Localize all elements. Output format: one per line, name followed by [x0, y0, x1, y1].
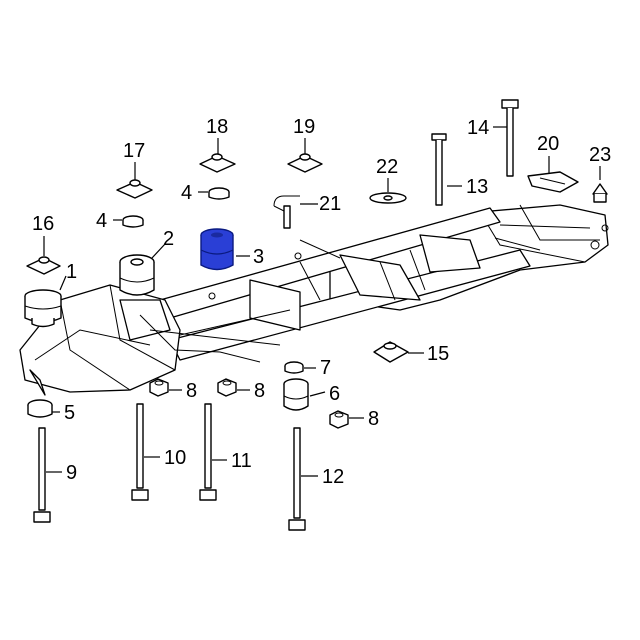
part-19-mount-plate — [287, 153, 323, 173]
callout-22: 22 — [376, 156, 398, 178]
part-8-nut-a — [149, 378, 169, 397]
part-9-bolt — [33, 427, 51, 523]
callout-8-b: 8 — [254, 380, 265, 402]
part-4-washer-b — [208, 187, 230, 200]
callout-12: 12 — [322, 466, 344, 488]
part-20-bracket — [527, 171, 579, 193]
part-1-body-mount — [24, 289, 62, 328]
part-3-body-mount-highlighted — [200, 228, 234, 271]
part-11-bolt — [199, 403, 217, 501]
part-6-body-mount — [283, 378, 309, 411]
callout-4-a: 4 — [96, 210, 107, 232]
callout-13: 13 — [466, 176, 488, 198]
part-7-washer — [284, 361, 304, 374]
callout-8-a: 8 — [186, 380, 197, 402]
callout-10: 10 — [164, 447, 186, 469]
callout-4-b: 4 — [181, 182, 192, 204]
callout-3: 3 — [253, 246, 264, 268]
part-16-cushion-cap — [26, 256, 61, 275]
callout-labels: 1 2 3 4 4 5 6 7 8 8 8 9 10 11 12 13 14 1… — [32, 116, 611, 488]
callout-2: 2 — [163, 228, 174, 250]
part-4-washer-a — [122, 215, 144, 228]
part-22-pad — [369, 192, 407, 204]
part-5-cushion — [27, 399, 53, 418]
callout-11: 11 — [231, 450, 252, 472]
callout-17: 17 — [123, 140, 145, 162]
callout-8-c: 8 — [368, 408, 379, 430]
callout-7: 7 — [320, 357, 331, 379]
leader-lines — [43, 126, 601, 477]
vehicle-frame — [19, 204, 609, 396]
callout-15: 15 — [427, 343, 449, 365]
part-14-bolt — [501, 99, 519, 177]
callout-20: 20 — [537, 133, 559, 155]
callout-18: 18 — [206, 116, 228, 138]
part-8-nut-c — [329, 410, 349, 429]
callout-5: 5 — [64, 402, 75, 424]
part-17-mount-plate — [116, 179, 153, 199]
callout-19: 19 — [293, 116, 315, 138]
part-8-nut-b — [217, 378, 237, 397]
part-15-nut-bracket — [373, 341, 409, 363]
part-23-push-pin — [592, 183, 608, 203]
part-13-bolt — [431, 133, 447, 206]
callout-23: 23 — [589, 144, 611, 166]
callout-6: 6 — [329, 383, 340, 405]
callout-21: 21 — [319, 193, 341, 215]
part-2-body-mount — [119, 254, 155, 296]
part-18-mount-plate — [199, 153, 236, 173]
callout-1: 1 — [66, 261, 77, 283]
part-21-u-bolt — [273, 195, 300, 229]
part-12-bolt — [288, 427, 306, 531]
callout-9: 9 — [66, 462, 77, 484]
part-10-bolt — [131, 403, 149, 501]
callout-16: 16 — [32, 213, 54, 235]
callout-14: 14 — [467, 117, 489, 139]
